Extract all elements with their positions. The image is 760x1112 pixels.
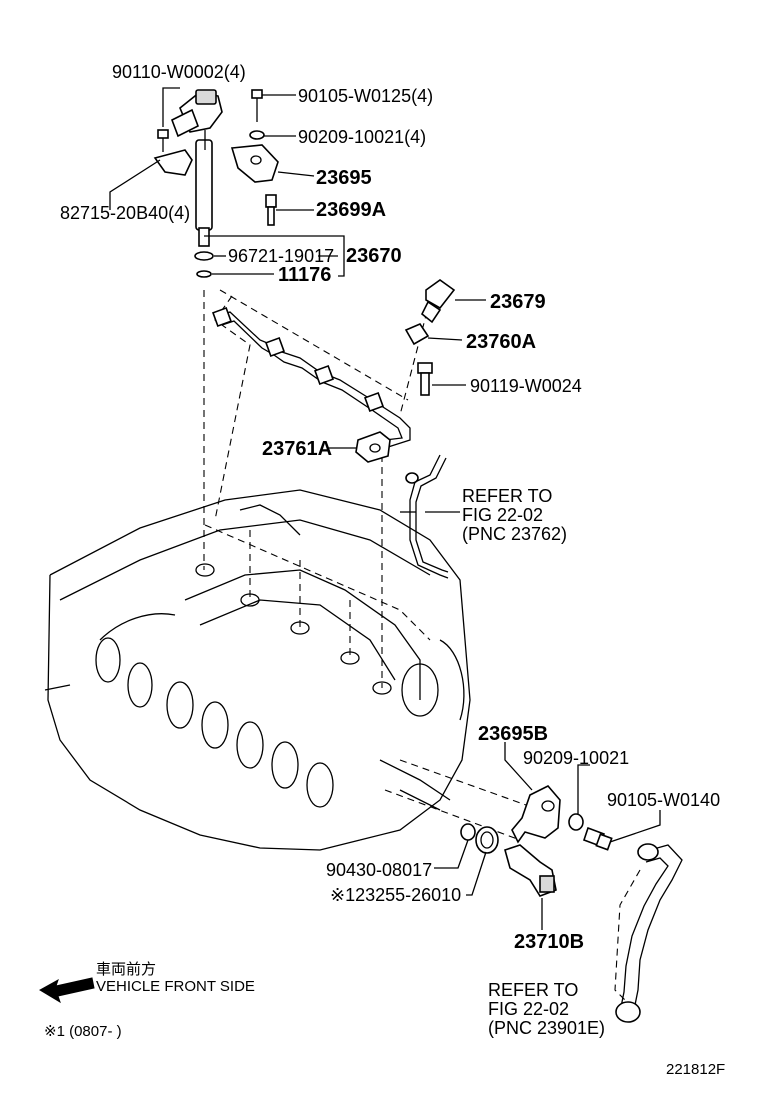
washer-90209-top bbox=[249, 130, 265, 140]
bracket-23695b bbox=[511, 785, 561, 844]
fuel-hose-23901e bbox=[615, 843, 683, 1023]
gasket-11176 bbox=[196, 270, 212, 278]
bolt-90110 bbox=[157, 129, 169, 152]
clamp-82715 bbox=[153, 149, 193, 176]
injector-assembly bbox=[170, 89, 223, 247]
refer1-line1: REFER TO bbox=[462, 486, 552, 506]
oring-96721 bbox=[194, 251, 214, 261]
seal-23255 bbox=[475, 826, 499, 854]
figure-id: 221812F bbox=[666, 1061, 725, 1078]
label-23761a: 23761A bbox=[262, 438, 332, 460]
part-23760a bbox=[404, 323, 430, 346]
injection-pipe bbox=[212, 307, 411, 449]
clamp-23761a bbox=[355, 431, 391, 463]
label-96721: 96721-19017 bbox=[228, 246, 334, 266]
label-23679: 23679 bbox=[490, 291, 546, 313]
label-23695: 23695 bbox=[316, 167, 372, 189]
refer2-line1: REFER TO bbox=[488, 980, 578, 1000]
label-90110: 90110-W0002(4) bbox=[112, 62, 246, 82]
label-90105-w0140: 90105-W0140 bbox=[607, 790, 720, 810]
bolt-90119 bbox=[417, 362, 433, 396]
washer-90209-lower bbox=[568, 813, 584, 831]
front-label-jp: 車両前方 bbox=[96, 961, 156, 978]
sensor-23679 bbox=[420, 279, 456, 324]
engine-block bbox=[44, 489, 471, 851]
label-11176: 11176 bbox=[278, 264, 331, 286]
label-23670: 23670 bbox=[346, 245, 402, 267]
label-90430: 90430-08017 bbox=[326, 860, 432, 880]
refer2-line2: FIG 22-02 bbox=[488, 999, 569, 1019]
label-23695b: 23695B bbox=[478, 723, 548, 745]
label-23255: ※123255-26010 bbox=[330, 885, 461, 905]
stud-23699a bbox=[265, 194, 277, 226]
refer1-line2: FIG 22-02 bbox=[462, 505, 543, 525]
leakoff-pipe-23762 bbox=[400, 454, 449, 579]
front-label-en: VEHICLE FRONT SIDE bbox=[96, 978, 255, 995]
clamp-23695 bbox=[230, 144, 279, 183]
footnote: ※1 (0807- ) bbox=[44, 1023, 122, 1040]
oring-90430 bbox=[460, 823, 476, 841]
label-23710b: 23710B bbox=[514, 931, 584, 953]
leader-lines bbox=[109, 87, 661, 930]
bolt-90105-w0125 bbox=[251, 89, 263, 122]
label-90119: 90119-W0024 bbox=[470, 376, 582, 396]
label-23699a: 23699A bbox=[316, 199, 386, 221]
vehicle-front-arrow-icon bbox=[39, 977, 95, 1004]
label-90209-top: 90209-10021(4) bbox=[298, 127, 426, 147]
valve-23710b bbox=[504, 844, 557, 897]
refer1-line3: (PNC 23762) bbox=[462, 524, 567, 544]
label-90209-lower: 90209-10021 bbox=[523, 748, 629, 768]
bolt-90105-w0140 bbox=[582, 826, 613, 851]
refer2-line3: (PNC 23901E) bbox=[488, 1018, 605, 1038]
label-90105-w0125: 90105-W0125(4) bbox=[298, 86, 433, 106]
label-23760a: 23760A bbox=[466, 331, 536, 353]
label-82715: 82715-20B40(4) bbox=[60, 203, 190, 223]
